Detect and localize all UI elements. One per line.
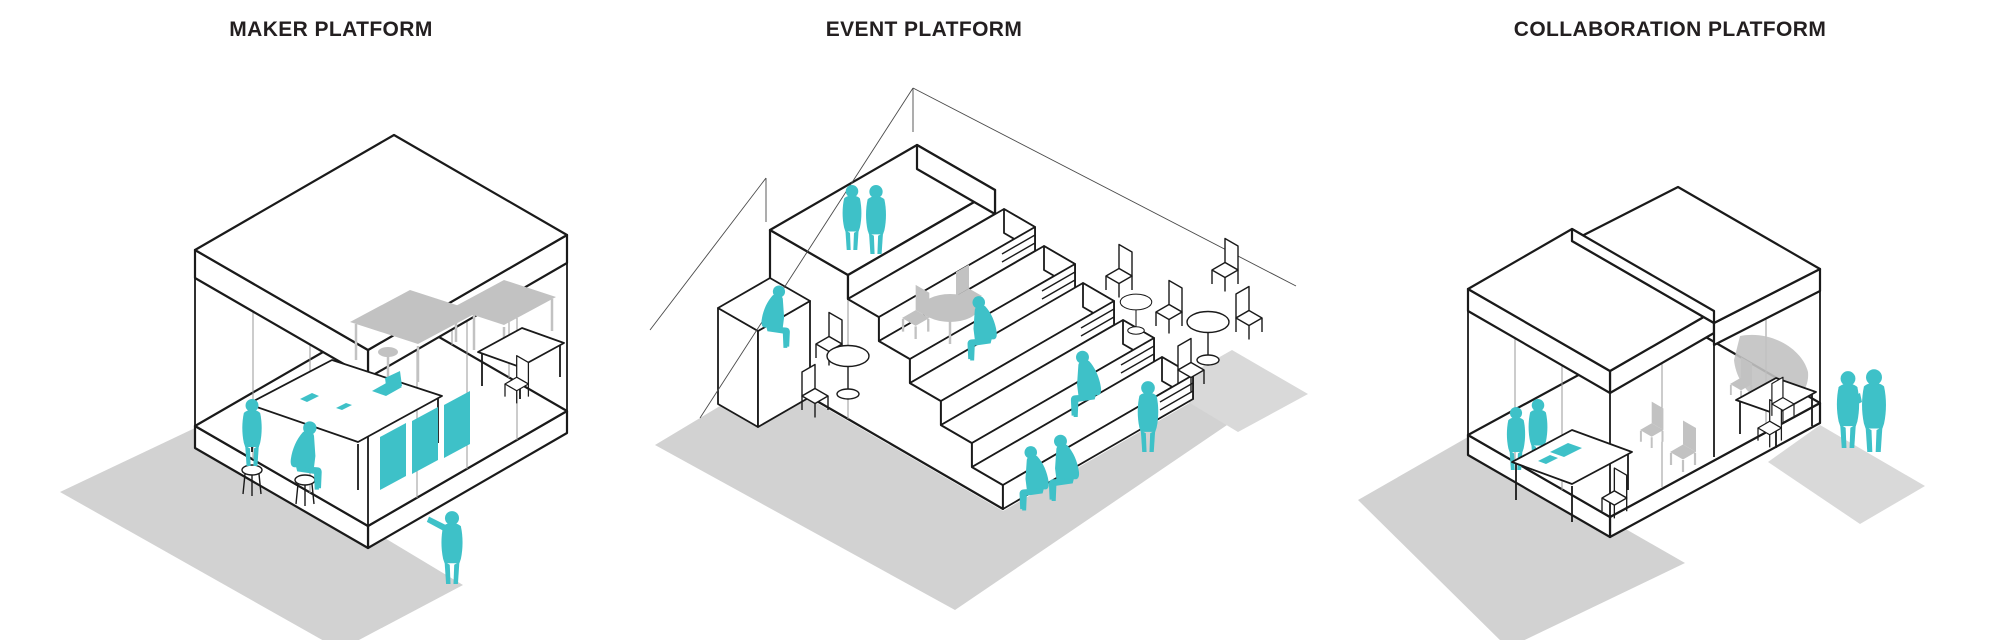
collab-right-room [1735, 376, 1817, 448]
maker-platform-title: MAKER PLATFORM [229, 18, 433, 41]
collab-left-room [1506, 398, 1633, 522]
maker-platform-illustration [60, 133, 569, 640]
maker-gray-furniture [350, 280, 556, 382]
cafe-chair [1211, 237, 1239, 293]
collab-shadow [1358, 425, 1925, 640]
maker-shadow [60, 428, 463, 640]
event-platform-illustration [649, 87, 1308, 610]
collaboration-platform-title: COLLABORATION PLATFORM [1513, 18, 1827, 41]
tier-chair [1105, 243, 1133, 299]
maker-side-room-desk [477, 327, 565, 404]
section-collaboration-platform: COLLABORATION PLATFORM [1340, 0, 2000, 640]
cafe-chair [1155, 279, 1183, 335]
maker-pinup-boards [380, 391, 470, 490]
figure-standing-outside [1836, 371, 1860, 448]
event-glass-walls [649, 87, 1297, 419]
teal-papers-on-table [1538, 443, 1582, 464]
section-event-platform: EVENT PLATFORM [620, 0, 1340, 640]
collab-figures-outside [1836, 369, 1886, 452]
event-gray-furniture [900, 263, 984, 344]
held-document [1846, 393, 1862, 409]
maker-laptop-and-papers [300, 371, 402, 410]
figure-standing-outside [1862, 369, 1886, 452]
collaboration-platform-illustration [1358, 185, 1925, 640]
section-maker-platform: MAKER PLATFORM [0, 0, 640, 640]
event-platform-title: EVENT PLATFORM [825, 18, 1023, 41]
cafe-chair [1235, 285, 1263, 341]
